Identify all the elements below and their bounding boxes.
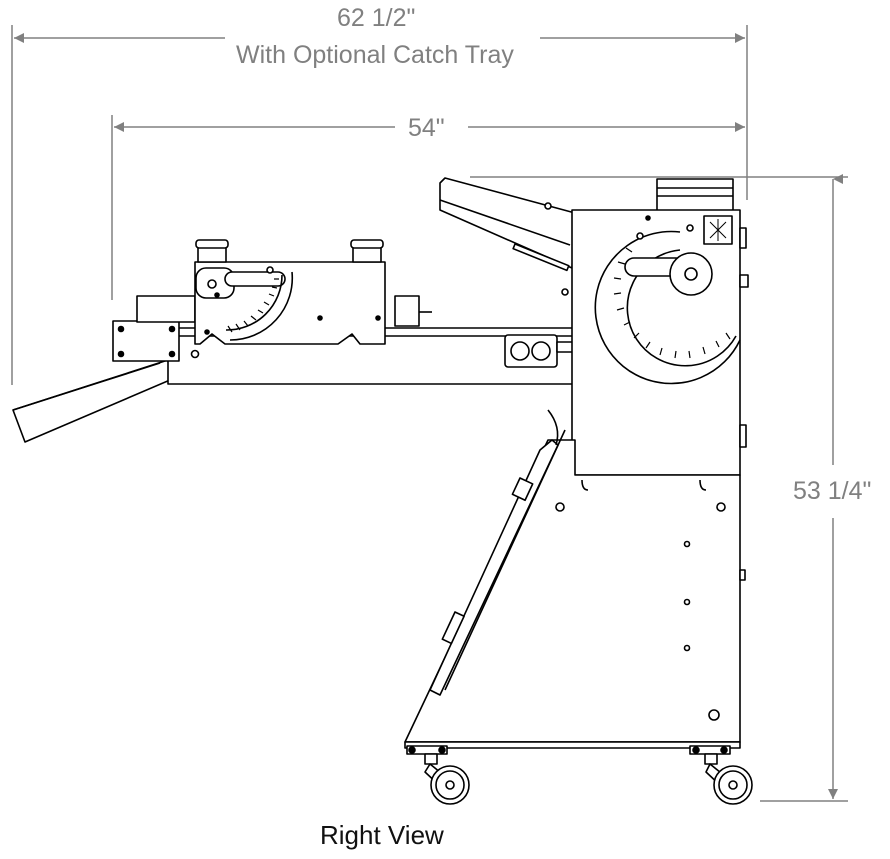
main-head <box>571 178 749 476</box>
caster-right <box>689 745 753 805</box>
view-caption: Right View <box>320 820 444 850</box>
machine-body <box>12 177 753 805</box>
left-roller-head <box>194 239 386 345</box>
stand-cabinet <box>404 409 746 749</box>
overall-width-label: 62 1/2" <box>337 4 416 32</box>
machine-width-label: 54" <box>408 114 445 142</box>
overall-width-note: With Optional Catch Tray <box>236 41 514 69</box>
main-dial-ticks <box>613 247 731 359</box>
top-cover <box>439 177 576 296</box>
dimension-overall-width <box>11 25 748 385</box>
dimension-height <box>470 174 848 802</box>
dimension-machine-width <box>111 115 745 300</box>
caster-left <box>406 745 470 805</box>
left-dial-ticks <box>227 278 279 333</box>
height-label: 53 1/4" <box>793 477 872 505</box>
catch-tray <box>12 359 171 443</box>
